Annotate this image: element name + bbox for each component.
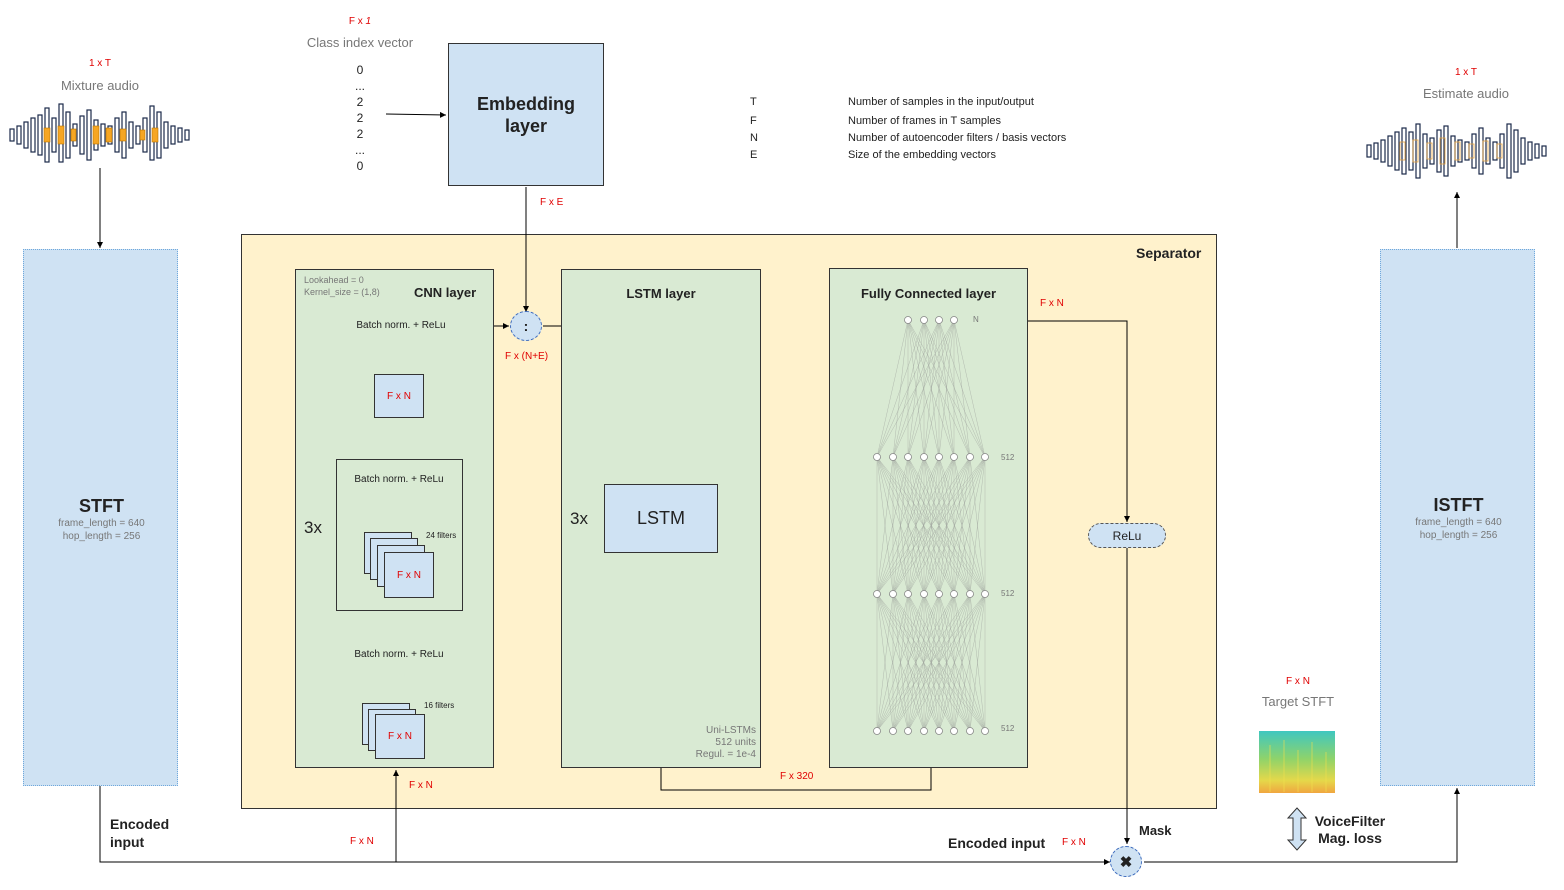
cnn-fxn-top-label: F x N	[387, 390, 411, 402]
separator-title: Separator	[1136, 245, 1202, 261]
lstm-repeat: 3x	[570, 509, 588, 528]
multiply-icon: ✖	[1119, 853, 1133, 871]
encoded-input-left: Encoded input	[110, 815, 169, 851]
cnn-kernel-size: Kernel_size = (1,8)	[304, 287, 380, 297]
concat-node: :	[510, 311, 542, 341]
cnn-bn-top: Batch norm. + ReLu	[356, 320, 446, 331]
fc-n-label: N	[973, 315, 979, 324]
lstm-notes: Uni-LSTMs 512 units Regul. = 1e-4	[660, 725, 756, 761]
stft-block: STFT frame_length = 640 hop_length = 256	[23, 249, 178, 786]
target-label: Target STFT	[1261, 694, 1335, 709]
legend-symbol: T	[750, 96, 757, 108]
cnn-bn-inner: Batch norm. + ReLu	[354, 474, 444, 485]
lstm-note-regul: Regul. = 1e-4	[695, 749, 756, 760]
mask-label: Mask	[1139, 823, 1172, 838]
cnn-filters-16: 16 filters	[424, 701, 455, 710]
class-index-dims-text: F x	[348, 16, 366, 27]
class-index-value: ...	[354, 143, 365, 157]
mask-multiply-node: ✖	[1110, 846, 1142, 877]
class-index-value: ...	[354, 79, 365, 93]
fc-512-label-3: 512	[1001, 724, 1015, 733]
encoded-input-right: Encoded input	[948, 835, 1046, 851]
estimate-dims: 1 x T	[1454, 67, 1478, 78]
embedding-layer-title: Embedding layer	[477, 93, 575, 136]
class-index-values: 0 ... 2 2 2 ... 0	[350, 62, 370, 174]
relu-node: ReLu	[1088, 523, 1166, 548]
filter-card-front: F x N	[375, 714, 425, 759]
estimate-waveform	[1366, 123, 1547, 179]
lstm-note-units: 512 units	[715, 737, 756, 748]
cnn-lookahead: Lookahead = 0	[304, 275, 364, 285]
stft-title: STFT	[79, 496, 124, 516]
legend-row: T Number of samples in the input/output	[750, 94, 1066, 111]
legend-symbol: E	[750, 149, 758, 161]
mixture-label: Mixture audio	[60, 78, 140, 93]
istft-frame-length: frame_length = 640	[1415, 517, 1502, 528]
istft-title: ISTFT	[1433, 495, 1484, 515]
class-index-dims: F x 1	[320, 16, 400, 27]
stft-hop-length: hop_length = 256	[62, 531, 141, 542]
legend-desc: Size of the embedding vectors	[848, 149, 996, 161]
class-index-value: 0	[356, 63, 364, 77]
legend-symbol: F	[750, 115, 757, 127]
lstm-layer-box	[561, 269, 761, 768]
fc-layer-title: Fully Connected layer	[860, 286, 997, 301]
loss-label-l2: Mag. loss	[1318, 830, 1382, 846]
cnn-repeat: 3x	[304, 518, 322, 537]
cnn-fxn-bottom-label: F x N	[388, 731, 412, 742]
fc-out-dims: F x N	[1040, 298, 1064, 309]
symbol-legend: T Number of samples in the input/output …	[750, 94, 1066, 164]
estimate-label: Estimate audio	[1423, 86, 1509, 101]
encoded-input-right-dims: F x N	[1062, 837, 1086, 848]
lstm-cell-label: LSTM	[636, 508, 685, 528]
loss-double-arrow	[1286, 807, 1308, 851]
legend-desc: Number of autoencoder filters / basis ve…	[848, 132, 1067, 144]
encoded-input-left-l1: Encoded	[110, 816, 170, 832]
loss-label: VoiceFilter Mag. loss	[1310, 813, 1390, 847]
istft-block: ISTFT frame_length = 640 hop_length = 25…	[1380, 249, 1535, 786]
fc-layer-box	[829, 268, 1028, 768]
legend-row: E Size of the embedding vectors	[750, 147, 1066, 164]
embedding-out-dims: F x E	[540, 197, 564, 208]
class-index-value: 2	[356, 111, 364, 125]
loss-label-l1: VoiceFilter	[1314, 813, 1386, 829]
class-index-dims-italic: 1	[365, 16, 372, 27]
encoded-input-left-l2: input	[110, 834, 145, 850]
lstm-note-type: Uni-LSTMs	[705, 725, 756, 736]
class-index-label: Class index vector	[306, 35, 414, 50]
encoded-input-left-dims: F x N	[350, 836, 374, 847]
target-dims: F x N	[1286, 676, 1310, 687]
class-index-value: 2	[356, 127, 364, 141]
legend-row: N Number of autoencoder filters / basis …	[750, 130, 1066, 147]
legend-row: F Number of frames in T samples	[750, 113, 1066, 130]
cnn-fxn-inner-label: F x N	[397, 569, 421, 581]
class-index-value: 2	[356, 95, 364, 109]
legend-desc: Number of samples in the input/output	[848, 96, 1034, 108]
relu-label: ReLu	[1112, 528, 1142, 543]
concat-symbol: :	[523, 318, 529, 334]
filter-card-front: F x N	[384, 552, 434, 598]
istft-hop-length: hop_length = 256	[1419, 530, 1498, 541]
legend-desc: Number of frames in T samples	[848, 115, 1002, 127]
lstm-out-dims: F x 320	[780, 771, 814, 782]
mixture-dims: 1 x T	[88, 58, 112, 69]
mixture-waveform	[9, 103, 190, 163]
lstm-layer-title: LSTM layer	[626, 286, 696, 301]
fc-512-label-2: 512	[1001, 589, 1015, 598]
cnn-filters-24: 24 filters	[426, 531, 457, 540]
stft-frame-length: frame_length = 640	[58, 518, 145, 529]
target-spectrogram	[1259, 731, 1335, 793]
class-index-value: 0	[356, 159, 364, 173]
cnn-fxn-top: F x N	[374, 374, 424, 418]
concat-dims: F x (N+E)	[505, 351, 549, 362]
lstm-cell-box: LSTM	[604, 484, 718, 553]
legend-symbol: N	[750, 132, 758, 144]
cnn-bn-bottom: Batch norm. + ReLu	[354, 649, 444, 660]
embedding-layer-box: Embedding layer	[448, 43, 604, 186]
cnn-layer-title: CNN layer	[414, 285, 477, 300]
fc-512-label-1: 512	[1001, 453, 1015, 462]
cnn-input-dims: F x N	[409, 780, 433, 791]
